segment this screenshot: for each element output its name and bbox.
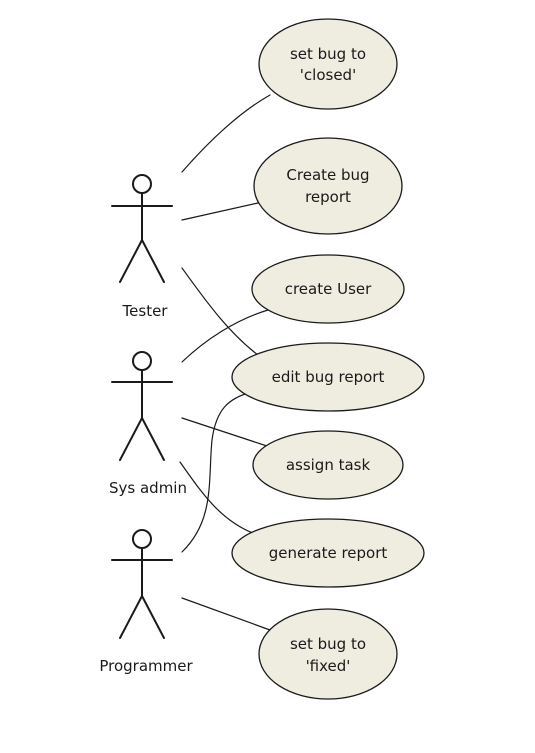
use-case-edit-bug-report[interactable]: edit bug report — [231, 342, 425, 412]
actor-programmer[interactable]: Programmer — [99, 529, 193, 675]
use-case-oval — [231, 342, 425, 412]
use-case-label-line: 'closed' — [300, 66, 356, 84]
associations — [179, 94, 271, 631]
association-tester-edit-bug-report — [181, 267, 263, 359]
use-case-label-line: set bug to — [290, 45, 366, 63]
use-case-set-bug-fixed[interactable]: set bug to 'fixed' — [258, 608, 398, 700]
use-case-label-line: Create bug — [286, 166, 369, 184]
stick-figure-icon — [111, 351, 173, 461]
actor-label: Sys admin — [109, 479, 187, 497]
use-case-oval — [231, 518, 425, 588]
use-case-create-user[interactable]: create User — [251, 254, 405, 324]
use-case-label-line: create User — [285, 280, 372, 298]
actor-label: Tester — [122, 302, 169, 320]
actor-tester[interactable]: Tester — [111, 174, 173, 320]
use-case-assign-task[interactable]: assign task — [252, 430, 404, 500]
use-case-create-bug-report[interactable]: Create bug report — [253, 137, 403, 235]
actor-sysadmin[interactable]: Sys admin — [109, 351, 187, 497]
use-case-label-line: edit bug report — [272, 368, 385, 386]
association-sysadmin-generate-report — [179, 461, 259, 536]
association-tester-create-bug-report — [181, 202, 259, 221]
use-case-oval — [258, 18, 398, 110]
association-tester-set-bug-closed — [181, 94, 271, 173]
use-case-oval — [253, 137, 403, 235]
actor-label: Programmer — [99, 657, 193, 675]
stick-figure-icon — [111, 174, 173, 283]
use-case-label-line: assign task — [286, 456, 371, 474]
use-case-oval — [252, 430, 404, 500]
stick-figure-icon — [111, 529, 173, 639]
association-sysadmin-create-user — [181, 309, 269, 363]
use-case-label-line: report — [305, 188, 351, 206]
use-case-label-line: 'fixed' — [306, 657, 351, 675]
association-programmer-set-bug-fixed — [181, 597, 271, 631]
use-case-label-line: set bug to — [290, 635, 366, 653]
use-case-label-line: generate report — [269, 544, 388, 562]
use-case-generate-report[interactable]: generate report — [231, 518, 425, 588]
use-case-set-bug-closed[interactable]: set bug to 'closed' — [258, 18, 398, 110]
association-programmer-edit-bug-report — [181, 391, 253, 553]
use-case-oval — [258, 608, 398, 700]
use-case-oval — [251, 254, 405, 324]
association-sysadmin-assign-task — [181, 417, 271, 448]
